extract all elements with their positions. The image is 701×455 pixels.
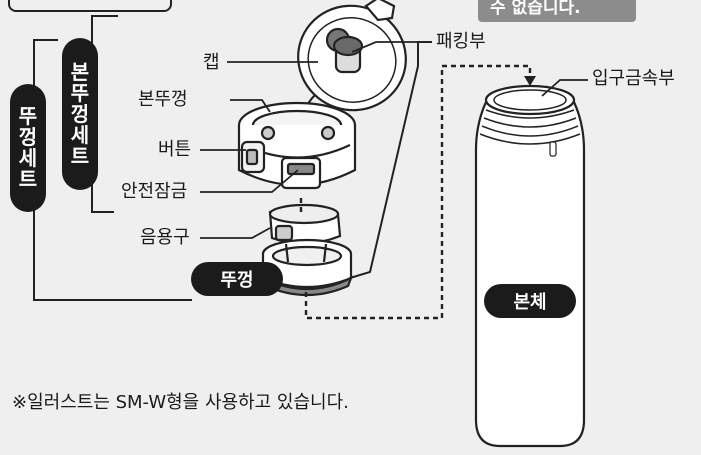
- main-lid-illustration: [237, 101, 357, 190]
- label-mouth-metal: 입구금속부: [592, 68, 675, 89]
- leader-lines: [200, 41, 588, 279]
- main-lid-set-pill: 본뚜껑세트: [62, 38, 98, 190]
- top-frame: [8, 0, 172, 12]
- cap-illustration: [297, 0, 407, 125]
- label-safety-lock: 안전잠금: [121, 181, 188, 202]
- dashed-connector: [299, 64, 532, 320]
- label-cap: 캡: [203, 52, 220, 73]
- bottle-illustration: [474, 84, 586, 448]
- arrow-down-icon: [524, 76, 536, 86]
- body-pill: 본체: [484, 284, 576, 318]
- spout-illustration: [268, 203, 342, 245]
- lid-set-bracket: [33, 39, 192, 301]
- lid-pill: 뚜껑: [191, 262, 283, 296]
- label-packing: 패킹부: [436, 31, 486, 52]
- label-lid-body: 본뚜껑: [138, 89, 188, 110]
- illustration-note: ※일러스트는 SM-W형을 사용하고 있습니다.: [12, 392, 349, 413]
- notice-banner: 수 없습니다.: [478, 0, 636, 22]
- lid-illustration: [260, 238, 354, 297]
- label-spout: 음용구: [140, 227, 190, 248]
- lid-set-pill: 뚜껑세트: [10, 84, 46, 212]
- banner-text: 수 없습니다.: [490, 0, 581, 18]
- label-button: 버튼: [158, 139, 192, 160]
